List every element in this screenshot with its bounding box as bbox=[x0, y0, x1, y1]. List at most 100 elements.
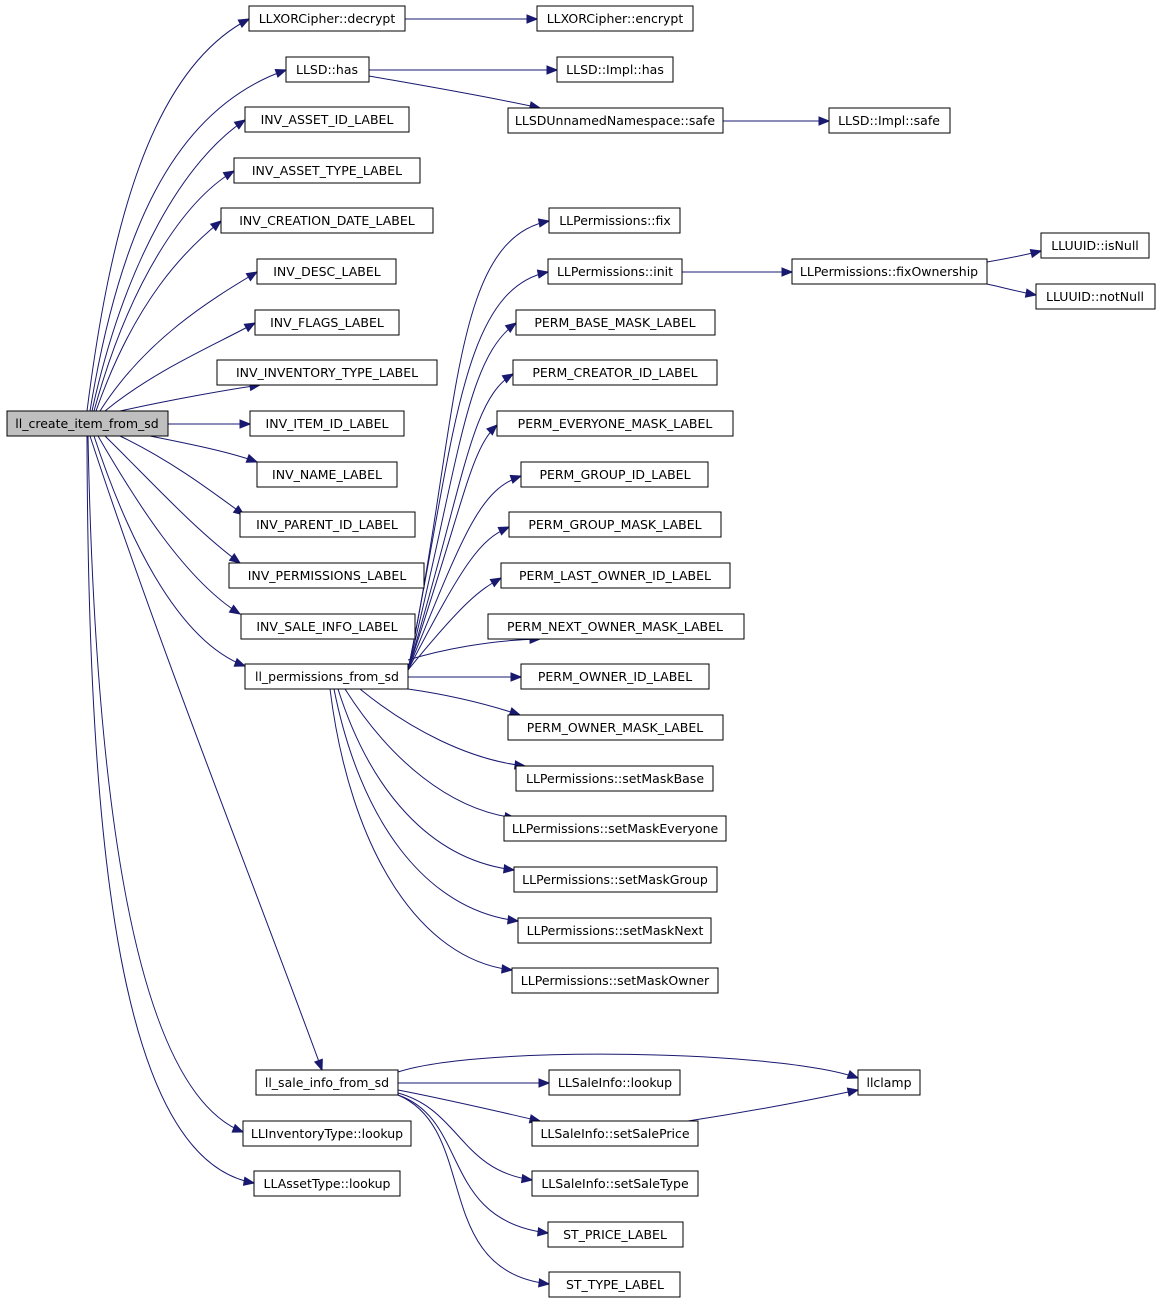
node-llassettype-lookup[interactable]: LLAssetType::lookup bbox=[253, 1170, 401, 1197]
node-ll-sale-info-from-sd[interactable]: ll_sale_info_from_sd bbox=[255, 1069, 399, 1096]
svg-text:LLXORCipher::encrypt: LLXORCipher::encrypt bbox=[547, 11, 684, 26]
node-perm-owner-mask-label[interactable]: PERM_OWNER_MASK_LABEL bbox=[507, 714, 724, 741]
node-llsaleinfo-lookup[interactable]: LLSaleInfo::lookup bbox=[548, 1069, 681, 1096]
edge-n38-n41 bbox=[397, 1089, 541, 1122]
svg-text:PERM_GROUP_MASK_LABEL: PERM_GROUP_MASK_LABEL bbox=[528, 517, 701, 532]
edge-arrowhead-n41-n40 bbox=[846, 1087, 860, 1097]
edge-arrowhead-n0-n38 bbox=[313, 1058, 323, 1072]
edge-n0-n3 bbox=[89, 69, 287, 412]
node-inv-permissions-label[interactable]: INV_PERMISSIONS_LABEL bbox=[228, 562, 425, 589]
node-llpermissions-setmasknext[interactable]: LLPermissions::setMaskNext bbox=[517, 917, 712, 944]
svg-text:LLPermissions::setMaskBase: LLPermissions::setMaskBase bbox=[526, 771, 704, 786]
svg-text:PERM_EVERYONE_MASK_LABEL: PERM_EVERYONE_MASK_LABEL bbox=[518, 416, 713, 431]
svg-text:LLPermissions::fixOwnership: LLPermissions::fixOwnership bbox=[800, 264, 978, 279]
node-llinventorytype-lookup[interactable]: LLInventoryType::lookup bbox=[242, 1120, 412, 1147]
edge-arrowhead-n0-n1 bbox=[237, 18, 251, 29]
edge-arrowhead-n18-n26 bbox=[486, 424, 498, 436]
svg-text:INV_INVENTORY_TYPE_LABEL: INV_INVENTORY_TYPE_LABEL bbox=[236, 365, 418, 380]
node-perm-creator-id-label[interactable]: PERM_CREATOR_ID_LABEL bbox=[512, 359, 718, 386]
node-llsaleinfo-setsaletype[interactable]: LLSaleInfo::setSaleType bbox=[531, 1170, 699, 1197]
node-perm-last-owner-id-label[interactable]: PERM_LAST_OWNER_ID_LABEL bbox=[500, 562, 731, 589]
node-perm-next-owner-mask-label[interactable]: PERM_NEXT_OWNER_MASK_LABEL bbox=[487, 613, 745, 640]
node-perm-base-mask-label[interactable]: PERM_BASE_MASK_LABEL bbox=[515, 309, 716, 336]
svg-text:LLAssetType::lookup: LLAssetType::lookup bbox=[264, 1176, 391, 1191]
edge-n18-n28 bbox=[407, 526, 510, 671]
node-llsd-has[interactable]: LLSD::has bbox=[285, 56, 370, 83]
node-llpermissions-fix[interactable]: LLPermissions::fix bbox=[548, 207, 681, 234]
edge-arrowhead-n0-n16 bbox=[228, 552, 242, 564]
node-st-type-label[interactable]: ST_TYPE_LABEL bbox=[548, 1271, 681, 1298]
svg-text:PERM_NEXT_OWNER_MASK_LABEL: PERM_NEXT_OWNER_MASK_LABEL bbox=[507, 619, 723, 634]
edge-n38-n44 bbox=[397, 1094, 550, 1285]
edge-arrowhead-n0-n46 bbox=[242, 1176, 256, 1186]
node-perm-group-id-label[interactable]: PERM_GROUP_ID_LABEL bbox=[520, 461, 709, 488]
node-lluuid-isnull[interactable]: LLUUID::isNull bbox=[1040, 232, 1150, 259]
node-perm-everyone-mask-label[interactable]: PERM_EVERYONE_MASK_LABEL bbox=[496, 410, 734, 437]
edge-arrowhead-n0-n11 bbox=[243, 322, 257, 333]
edge-n3-n5 bbox=[368, 75, 541, 109]
node-llpermissions-init[interactable]: LLPermissions::init bbox=[547, 258, 683, 285]
edge-n18-n34 bbox=[344, 688, 516, 819]
edge-n18-n33 bbox=[359, 688, 526, 767]
node-inv-inventory-type-label[interactable]: INV_INVENTORY_TYPE_LABEL bbox=[216, 359, 438, 386]
svg-text:LLSaleInfo::setSaleType: LLSaleInfo::setSaleType bbox=[541, 1176, 689, 1191]
node-ll-create-item-from-sd[interactable]: ll_create_item_from_sd bbox=[6, 410, 169, 437]
node-llclamp[interactable]: llclamp bbox=[857, 1069, 921, 1096]
edge-n18-n26 bbox=[407, 424, 498, 671]
node-st-price-label[interactable]: ST_PRICE_LABEL bbox=[547, 1221, 684, 1248]
edge-arrowhead-n18-n19 bbox=[537, 218, 551, 228]
node-inv-parent-id-label[interactable]: INV_PARENT_ID_LABEL bbox=[239, 511, 416, 538]
edge-n0-n7 bbox=[91, 119, 246, 412]
edge-arrowhead-n38-n42 bbox=[520, 1173, 534, 1184]
edge-n0-n12 bbox=[119, 384, 261, 412]
node-lluuid-notnull[interactable]: LLUUID::notNull bbox=[1035, 283, 1156, 310]
node-llxorcipher-decrypt[interactable]: LLXORCipher::decrypt bbox=[248, 5, 406, 32]
svg-text:INV_ASSET_ID_LABEL: INV_ASSET_ID_LABEL bbox=[261, 112, 394, 127]
edge-n38-n42 bbox=[397, 1092, 533, 1181]
svg-text:LLSaleInfo::setSalePrice: LLSaleInfo::setSalePrice bbox=[540, 1126, 689, 1141]
edge-n18-n25 bbox=[407, 373, 514, 671]
node-inv-creation-date-label[interactable]: INV_CREATION_DATE_LABEL bbox=[220, 207, 434, 234]
edge-arrowhead-n0-n3 bbox=[274, 68, 288, 78]
svg-text:PERM_OWNER_ID_LABEL: PERM_OWNER_ID_LABEL bbox=[538, 669, 692, 684]
edge-n0-n18 bbox=[93, 435, 246, 667]
edge-n0-n9 bbox=[95, 220, 222, 412]
svg-text:INV_DESC_LABEL: INV_DESC_LABEL bbox=[273, 264, 381, 279]
svg-text:LLInventoryType::lookup: LLInventoryType::lookup bbox=[251, 1126, 403, 1141]
svg-text:LLSaleInfo::lookup: LLSaleInfo::lookup bbox=[558, 1075, 672, 1090]
node-llpermissions-setmaskowner[interactable]: LLPermissions::setMaskOwner bbox=[511, 967, 719, 994]
node-inv-asset-id-label[interactable]: INV_ASSET_ID_LABEL bbox=[244, 106, 410, 133]
node-inv-asset-type-label[interactable]: INV_ASSET_TYPE_LABEL bbox=[233, 157, 421, 184]
node-inv-desc-label[interactable]: INV_DESC_LABEL bbox=[256, 258, 397, 285]
node-llsdunnamednamespace-safe[interactable]: LLSDUnnamedNamespace::safe bbox=[507, 107, 724, 134]
node-inv-sale-info-label[interactable]: INV_SALE_INFO_LABEL bbox=[240, 613, 416, 640]
node-inv-flags-label[interactable]: INV_FLAGS_LABEL bbox=[254, 309, 400, 336]
node-llxorcipher-encrypt[interactable]: LLXORCipher::encrypt bbox=[536, 5, 694, 32]
edge-arrowhead-n1-n2 bbox=[526, 14, 539, 24]
node-llpermissions-fixownership[interactable]: LLPermissions::fixOwnership bbox=[791, 258, 988, 285]
svg-text:PERM_GROUP_ID_LABEL: PERM_GROUP_ID_LABEL bbox=[539, 467, 690, 482]
svg-text:ll_sale_info_from_sd: ll_sale_info_from_sd bbox=[265, 1075, 389, 1090]
node-llpermissions-setmaskgroup[interactable]: LLPermissions::setMaskGroup bbox=[513, 866, 718, 893]
svg-text:INV_PARENT_ID_LABEL: INV_PARENT_ID_LABEL bbox=[256, 517, 398, 532]
svg-text:LLSD::Impl::safe: LLSD::Impl::safe bbox=[838, 113, 940, 128]
node-inv-name-label[interactable]: INV_NAME_LABEL bbox=[256, 461, 398, 488]
node-llsaleinfo-setsaleprice[interactable]: LLSaleInfo::setSalePrice bbox=[531, 1120, 699, 1147]
edge-arrowhead-n0-n9 bbox=[209, 220, 223, 232]
edge-n18-n32 bbox=[407, 688, 521, 716]
edge-n0-n16 bbox=[104, 435, 241, 564]
node-perm-group-mask-label[interactable]: PERM_GROUP_MASK_LABEL bbox=[508, 511, 722, 538]
node-llpermissions-setmaskeveryone[interactable]: LLPermissions::setMaskEveryone bbox=[503, 815, 727, 842]
node-llpermissions-setmaskbase[interactable]: LLPermissions::setMaskBase bbox=[515, 765, 714, 792]
node-ll-permissions-from-sd[interactable]: ll_permissions_from_sd bbox=[244, 663, 409, 690]
node-llsd-impl-safe[interactable]: LLSD::Impl::safe bbox=[828, 107, 951, 134]
edge-arrowhead-n18-n35 bbox=[503, 864, 516, 874]
svg-text:PERM_CREATOR_ID_LABEL: PERM_CREATOR_ID_LABEL bbox=[532, 365, 697, 380]
node-llsd-impl-has[interactable]: LLSD::Impl::has bbox=[556, 56, 674, 83]
edge-n0-n8 bbox=[93, 170, 235, 412]
call-nodes: ll_create_item_from_sd LLXORCipher::decr… bbox=[6, 5, 1156, 1298]
node-perm-owner-id-label[interactable]: PERM_OWNER_ID_LABEL bbox=[520, 663, 710, 690]
node-inv-item-id-label[interactable]: INV_ITEM_ID_LABEL bbox=[249, 410, 405, 437]
edge-n18-n35 bbox=[337, 688, 515, 871]
svg-text:LLPermissions::fix: LLPermissions::fix bbox=[559, 213, 671, 228]
